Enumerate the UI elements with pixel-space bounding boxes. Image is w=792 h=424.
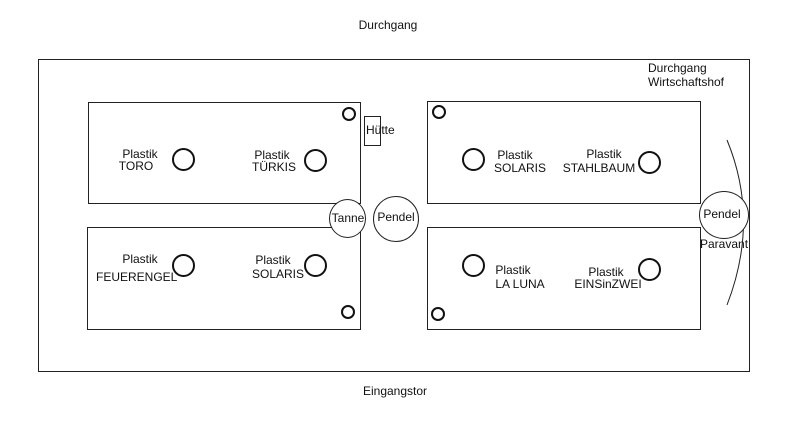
top-right-passage-label: Durchgang [648,61,707,75]
plant-marker-toro [172,148,195,171]
plant-label-line2: TORO [118,159,154,173]
bed-top-right-corner-marker [432,105,446,119]
plant-label-line2: STAHLBAUM [562,161,636,175]
pendulum-right-label: Pendel [703,207,741,221]
plant-marker-einsinzwei [638,258,661,281]
fir-tree-label: Tanne [331,211,365,225]
pendulum-right-circle [699,191,749,239]
plant-marker-stahlbaum [638,151,661,174]
plant-marker-tuerkis [304,149,327,172]
bed-bottom-left-corner-marker [341,305,355,319]
pendulum-center-circle [373,196,419,242]
bed-bottom-left [87,227,361,330]
plant-marker-solaris [462,148,485,171]
bed-top-left-corner-marker [342,107,356,121]
pendulum-center-label: Pendel [377,210,415,224]
hut-box [364,116,381,146]
plant-label-line2: FEUERENGEL [96,270,178,284]
plant-label-line1: Plastik [122,147,158,161]
plant-label-line1: Plastik [586,147,622,161]
plant-label-line2: LA LUNA [495,277,545,291]
fir-tree-circle [329,199,366,238]
garden-boundary [38,59,750,372]
plant-label-line1: Plastik [254,148,290,162]
plant-label-line2: TÜRKIS [251,160,296,174]
plant-marker-feuerengel [172,254,195,277]
bottom-gate-label: Eingangstor [362,384,428,398]
plant-label-line2: EINSinZWEI [574,277,642,291]
plant-label-line2: SOLARIS [251,267,305,281]
top-right-yard-label: Wirtschaftshof [648,75,725,89]
bed-bottom-right-corner-marker [431,307,445,321]
screen-label: Paravant [700,237,749,251]
plant-label-line1: Plastik [588,265,624,279]
plant-marker-solaris-2 [304,254,327,277]
plant-label-line1: Plastik [495,263,531,277]
bed-bottom-right [427,227,701,330]
plant-marker-la-luna [462,254,485,277]
plant-label-line1: Plastik [497,148,533,162]
hut-label: Hütte [366,123,395,137]
plant-label-line1: Plastik [255,253,291,267]
top-passage-label: Durchgang [358,18,418,32]
plant-label-line1: Plastik [122,252,158,266]
plant-label-line2: SOLARIS [493,161,547,175]
